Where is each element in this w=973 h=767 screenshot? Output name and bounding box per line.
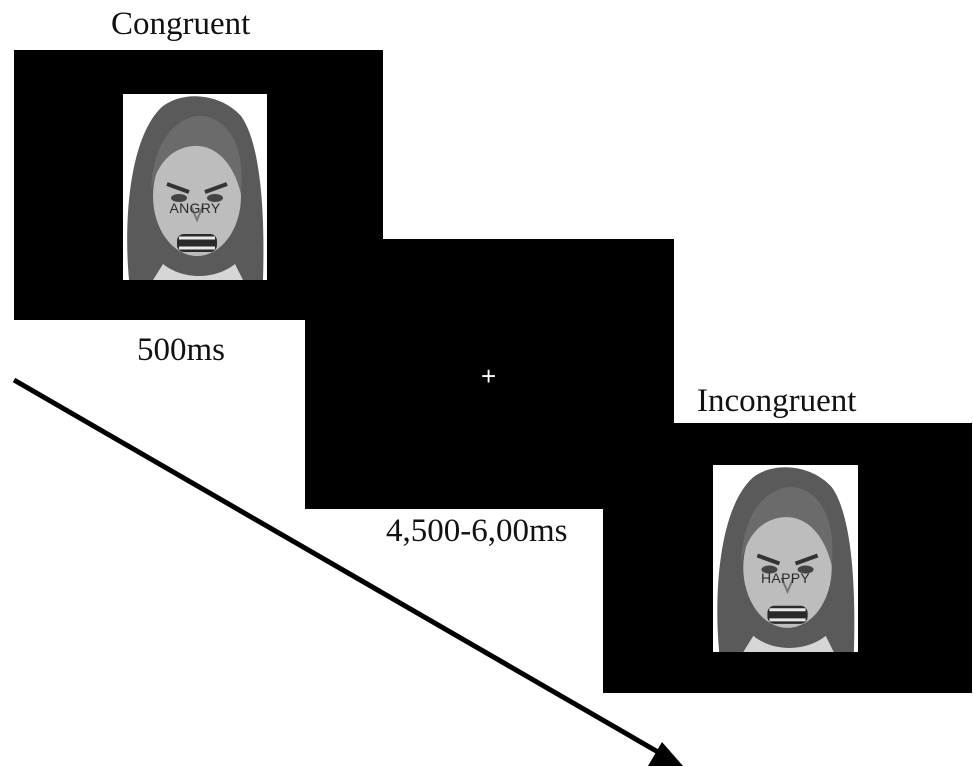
- face-image-icon: [717, 467, 855, 652]
- face-image-icon: [127, 96, 264, 280]
- angry-face-stimulus-incongruent: HAPPY: [713, 465, 858, 652]
- congruent-title: Congruent: [111, 6, 251, 42]
- fixation-cross: +: [481, 361, 497, 391]
- incongruent-word: HAPPY: [761, 570, 810, 586]
- fixation-duration: 4,500-6,00ms: [386, 513, 568, 549]
- congruent-duration: 500ms: [137, 332, 226, 368]
- congruent-screen: ANGRY: [14, 50, 383, 320]
- angry-face-stimulus: ANGRY: [123, 94, 267, 280]
- incongruent-title: Incongruent: [697, 383, 857, 419]
- congruent-word: ANGRY: [169, 200, 221, 216]
- incongruent-screen: HAPPY: [603, 423, 972, 693]
